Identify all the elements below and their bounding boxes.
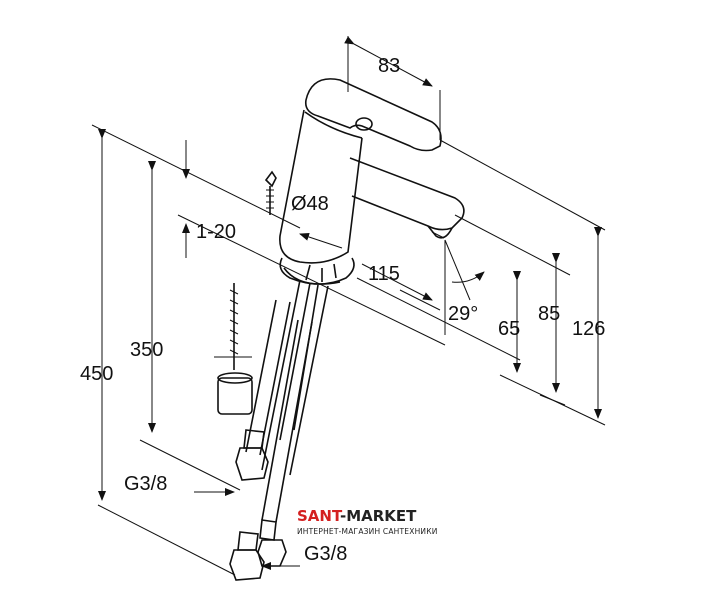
dim-29-degrees: 29° <box>448 303 478 325</box>
faucet-body <box>261 78 465 476</box>
dim-83: 83 <box>378 55 400 77</box>
dimension-lines <box>98 36 602 570</box>
dim-115: 115 <box>368 263 400 285</box>
dimension-labels: 83 Ø48 1-20 115 29° 65 85 126 350 450 G3… <box>80 55 605 565</box>
dim-diameter-48: Ø48 <box>291 193 329 215</box>
watermark-brand-part1: SANT <box>297 507 343 525</box>
dim-350: 350 <box>130 339 163 361</box>
svg-text:SANT-MARKET: SANT-MARKET <box>297 507 417 525</box>
watermark-brand-part2: -MARKET <box>340 507 417 525</box>
dim-1-20: 1-20 <box>196 221 236 243</box>
thread-label-upper: G3/8 <box>124 473 167 495</box>
watermark: SANT-MARKET ИНТЕРНЕТ-МАГАЗИН САНТЕХНИКИ <box>297 507 438 536</box>
supply-hoses <box>229 299 313 581</box>
dim-450: 450 <box>80 363 113 385</box>
dim-126: 126 <box>572 318 605 340</box>
watermark-tagline: ИНТЕРНЕТ-МАГАЗИН САНТЕХНИКИ <box>297 527 438 536</box>
drain-rod <box>214 170 277 415</box>
dim-65: 65 <box>498 318 520 340</box>
reference-lines <box>91 124 606 576</box>
dim-85: 85 <box>538 303 560 325</box>
thread-label-lower: G3/8 <box>304 543 347 565</box>
